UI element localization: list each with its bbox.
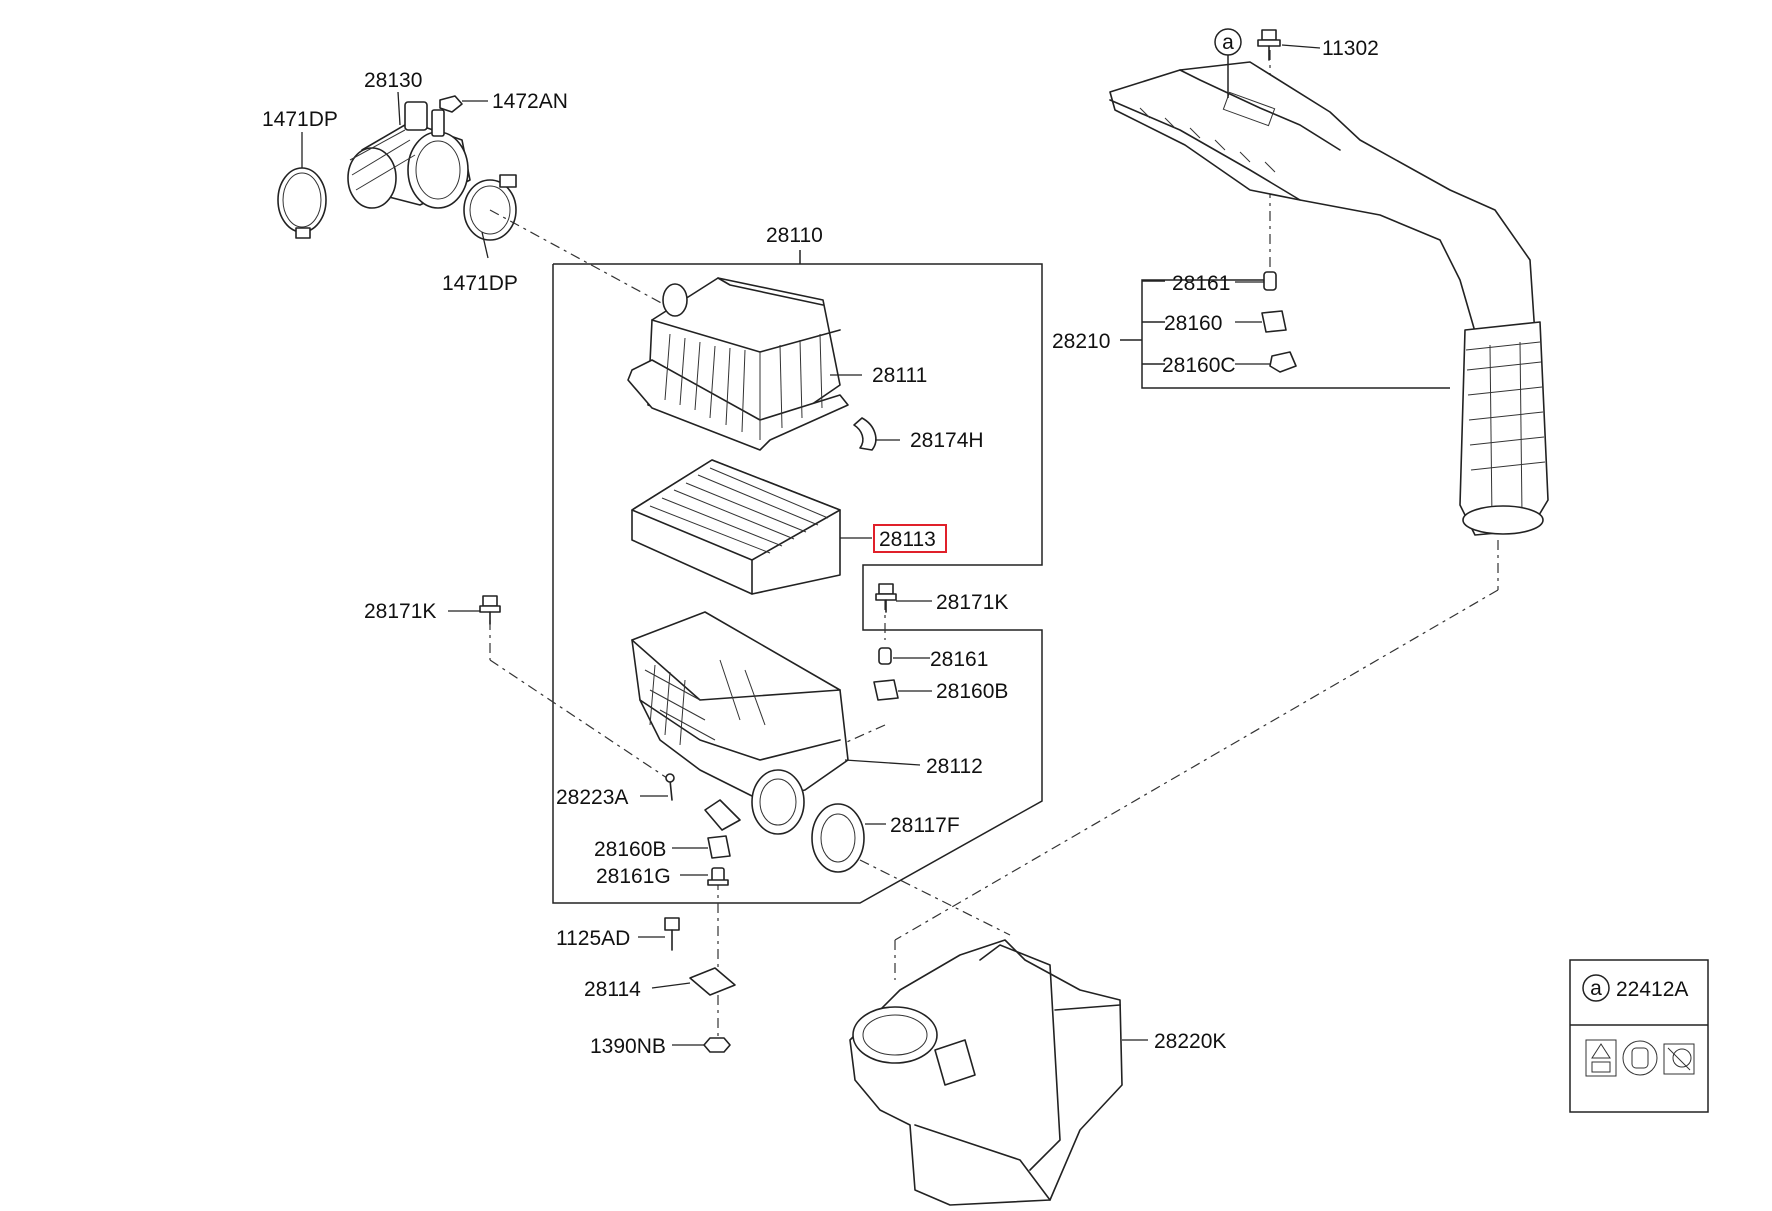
part-28111[interactable] — [627, 277, 849, 451]
part-28171K-right[interactable] — [875, 583, 897, 613]
callout-28210[interactable]: 28210 — [1052, 330, 1110, 353]
circle-mark-legend: a — [1582, 974, 1610, 1002]
callout-28114[interactable]: 28114 — [584, 978, 641, 1001]
highlight-box-28113 — [873, 524, 947, 553]
callout-28161G[interactable]: 28161G — [596, 865, 671, 888]
dust-filter-icon — [1663, 1043, 1695, 1075]
part-28210[interactable] — [1109, 61, 1549, 536]
legend-box — [1569, 959, 1709, 1113]
part-28161-duct[interactable] — [1263, 271, 1277, 291]
part-1125AD[interactable] — [664, 917, 680, 951]
group-frame-28110 — [552, 263, 1043, 904]
part-1390NB[interactable] — [703, 1037, 731, 1053]
part-28112[interactable] — [631, 611, 849, 835]
part-28117F[interactable] — [811, 803, 865, 873]
callout-1390NB[interactable]: 1390NB — [590, 1035, 666, 1058]
callout-28223A[interactable]: 28223A — [556, 786, 628, 809]
callout-28171K-left[interactable]: 28171K — [364, 600, 436, 623]
part-28171K-left[interactable] — [479, 595, 501, 625]
part-28161-center[interactable] — [878, 647, 892, 665]
callout-28111[interactable]: 28111 — [872, 364, 927, 387]
callout-1125AD[interactable]: 1125AD — [556, 927, 630, 950]
callout-28160C-duct[interactable]: 28160C — [1162, 354, 1236, 377]
callout-28161-duct[interactable]: 28161 — [1172, 272, 1230, 295]
callout-28117F[interactable]: 28117F — [890, 814, 960, 837]
callout-28160B-right[interactable]: 28160B — [936, 680, 1008, 703]
callout-28160B-lower[interactable]: 28160B — [594, 838, 666, 861]
callout-28130[interactable]: 28130 — [364, 69, 422, 92]
part-28160-duct[interactable] — [1261, 310, 1287, 333]
callout-1471DP-right[interactable]: 1471DP — [442, 272, 518, 295]
callout-28220K[interactable]: 28220K — [1154, 1030, 1226, 1053]
callout-28160-duct[interactable]: 28160 — [1164, 312, 1222, 335]
part-28223A[interactable] — [665, 773, 675, 801]
part-28160C-duct[interactable] — [1269, 351, 1297, 373]
part-28130[interactable] — [347, 101, 471, 209]
gloved-hand-icon — [1622, 1040, 1658, 1076]
callout-28110[interactable]: 28110 — [766, 224, 823, 247]
part-28113[interactable] — [631, 459, 841, 595]
part-1471DP-right[interactable] — [463, 174, 517, 241]
part-11302[interactable] — [1257, 29, 1281, 61]
part-28114[interactable] — [689, 967, 736, 996]
callout-28174H[interactable]: 28174H — [910, 429, 984, 452]
callout-28112[interactable]: 28112 — [926, 755, 983, 778]
group-frame-28210 — [1141, 279, 1450, 389]
part-1471DP-left[interactable] — [277, 167, 327, 239]
part-28174H[interactable] — [853, 417, 877, 451]
warning-book-icon — [1585, 1039, 1617, 1077]
callout-28171K-right[interactable]: 28171K — [936, 591, 1008, 614]
circle-mark-legend-label: a — [1590, 977, 1602, 1000]
callout-28113[interactable]: 28113 — [879, 528, 936, 551]
callout-22412A[interactable]: 22412A — [1616, 978, 1688, 1001]
part-28220K[interactable] — [849, 939, 1123, 1206]
callout-1472AN[interactable]: 1472AN — [492, 90, 568, 113]
part-28160B-right[interactable] — [873, 679, 899, 701]
callout-11302[interactable]: 11302 — [1322, 37, 1379, 60]
callout-1471DP-left[interactable]: 1471DP — [262, 108, 338, 131]
circle-mark-top: a — [1214, 28, 1242, 98]
part-28160B-lower[interactable] — [707, 835, 731, 859]
callout-28161-center[interactable]: 28161 — [930, 648, 988, 671]
part-28161G[interactable] — [707, 867, 729, 886]
part-1472AN[interactable] — [439, 95, 463, 113]
circle-mark-top-label: a — [1222, 31, 1234, 54]
